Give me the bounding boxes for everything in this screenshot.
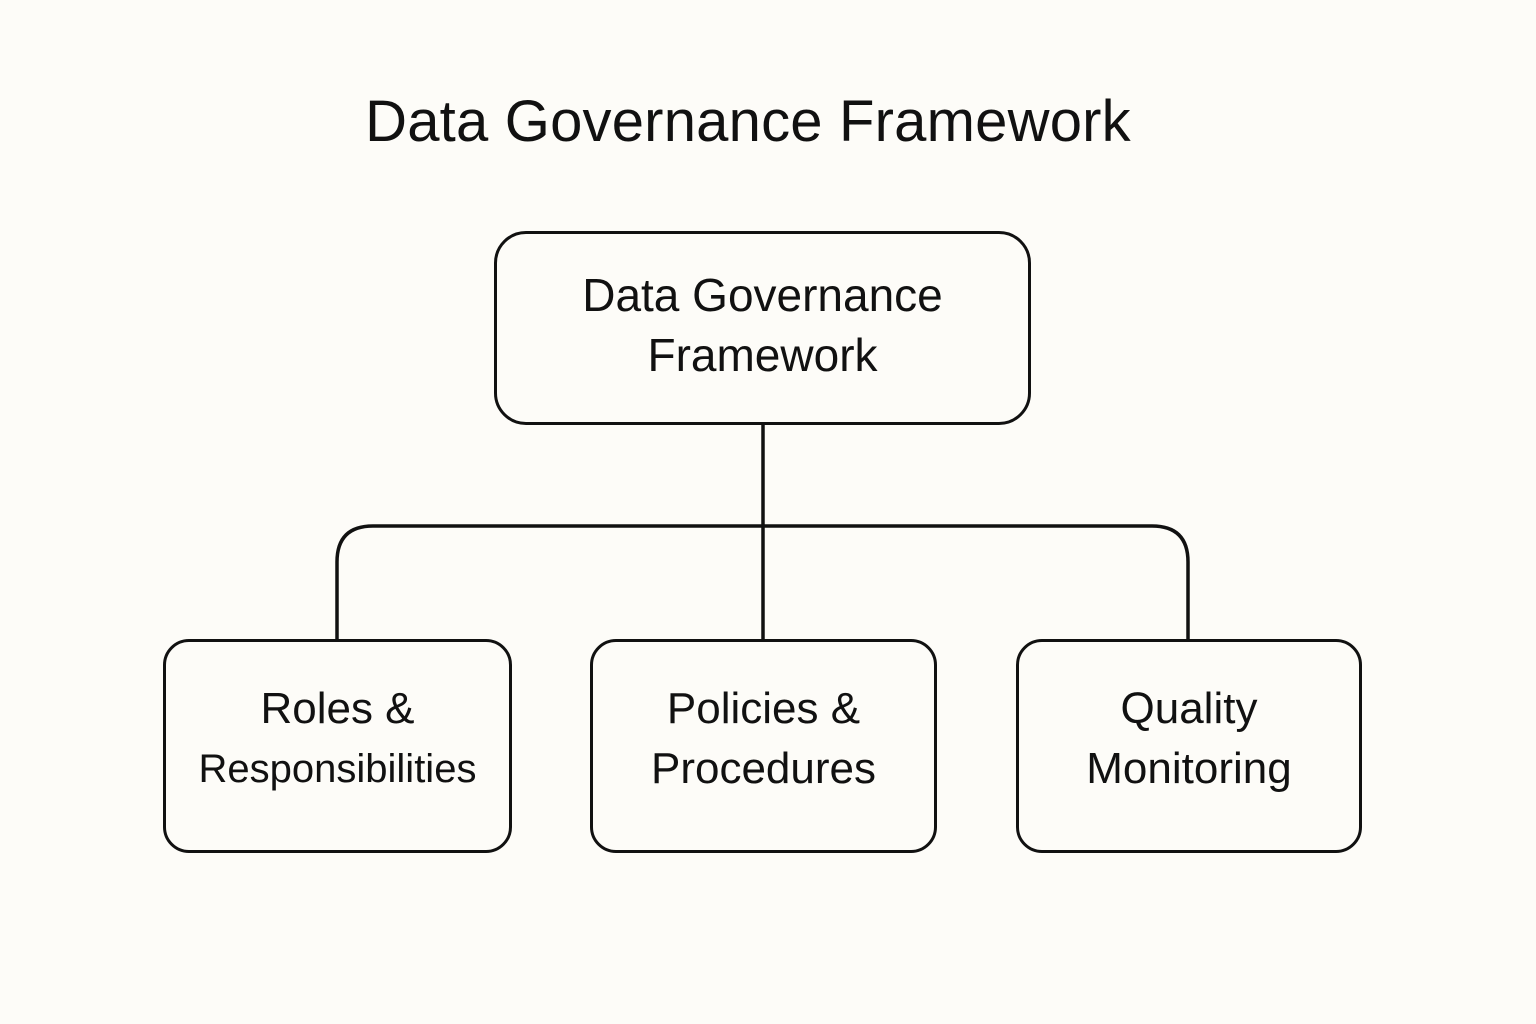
root-node-label-line2: Framework — [647, 329, 878, 381]
child-node-label-line2: Responsibilities — [198, 747, 477, 791]
root-node-label-line1: Data Governance — [582, 269, 943, 321]
child-node-label-line1: Policies & — [666, 684, 861, 733]
child-node-quality: Quality Monitoring — [1016, 639, 1362, 853]
child-node-label-line1: Roles & — [260, 684, 415, 733]
child-node-label-line1: Quality — [1120, 684, 1258, 733]
page-title: Data Governance Framework — [365, 89, 1131, 154]
child-node-roles: Roles & Responsibilities — [163, 639, 512, 853]
child-node-policies: Policies & Procedures — [590, 639, 937, 853]
connector-horizontal-bar — [335, 524, 1190, 639]
child-node-label-line2: Procedures — [650, 744, 876, 793]
child-node-label-line2: Monitoring — [1086, 744, 1292, 793]
root-node: Data Governance Framework — [494, 231, 1031, 425]
